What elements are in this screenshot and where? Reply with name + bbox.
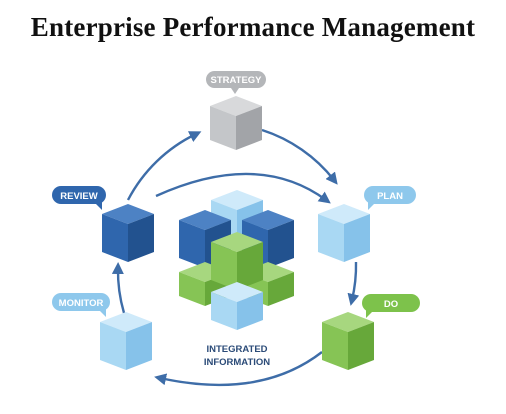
- review-label: REVIEW: [60, 191, 98, 202]
- plan-tag: PLAN: [364, 186, 416, 210]
- review-tag: REVIEW: [52, 186, 106, 210]
- strategy-cube: [210, 96, 262, 150]
- strategy-tag: STRATEGY: [206, 71, 266, 94]
- integrated-information-cluster: [179, 190, 294, 330]
- do-tag: DO: [362, 294, 420, 318]
- page-title: Enterprise Performance Management: [30, 12, 476, 42]
- arrow-strategy-to-plan: [261, 128, 338, 185]
- do-cube: [322, 312, 374, 370]
- arrow-review-to-strategy: [126, 131, 202, 201]
- plan-cube: [318, 204, 370, 262]
- strategy-label: STRATEGY: [210, 75, 262, 86]
- monitor-tag: MONITOR: [52, 293, 110, 317]
- arrow-plan-to-do: [347, 261, 360, 306]
- arrow-do-to-monitor: [154, 351, 323, 387]
- center-label-line2: INFORMATION: [204, 357, 270, 368]
- arrow-monitor-to-review: [111, 262, 126, 314]
- monitor-label: MONITOR: [59, 298, 104, 309]
- monitor-cube: [100, 312, 152, 370]
- plan-label: PLAN: [377, 191, 403, 202]
- cycle-arrows: [111, 128, 360, 387]
- inner-arc: [155, 172, 331, 204]
- do-label: DO: [384, 299, 398, 310]
- review-cube: [102, 204, 154, 262]
- center-label-line1: INTEGRATED: [206, 344, 267, 355]
